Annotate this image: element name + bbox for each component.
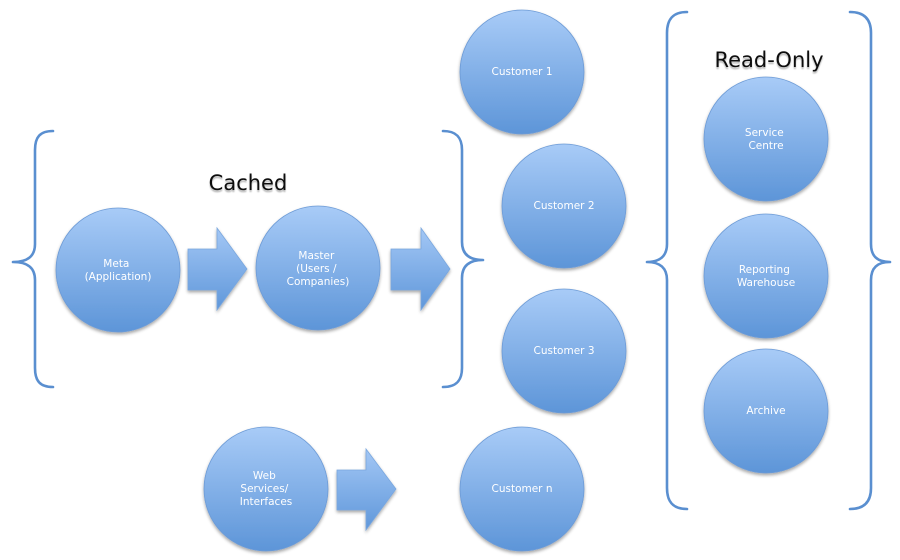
cached-right-brace <box>441 129 485 389</box>
customer-2-circle <box>501 143 627 269</box>
node-customer-1: Customer 1 <box>459 9 585 135</box>
customer-n-label: Customer n <box>492 483 553 495</box>
node-master: Master (Users / Companies) <box>255 205 381 331</box>
customer-3-circle <box>501 288 627 414</box>
cached-left-brace <box>11 129 55 389</box>
read-only-left-brace <box>645 10 689 511</box>
web-services-circle <box>203 426 329 552</box>
cached-label: Cached <box>209 171 288 195</box>
archive-label: Archive <box>746 405 785 417</box>
node-reporting-warehouse: Reporting Warehouse <box>703 213 829 339</box>
arrow-meta-to-master <box>187 226 248 312</box>
service-centre-circle <box>703 76 829 202</box>
customer-2-label: Customer 2 <box>533 200 594 212</box>
customer-1-circle <box>459 9 585 135</box>
customer-1-label: Customer 1 <box>491 66 552 78</box>
arrows <box>187 226 451 532</box>
node-customer-n: Customer n <box>459 426 585 552</box>
node-web-services: Web Services/ Interfaces <box>203 426 329 552</box>
node-service-centre: Service Centre <box>703 76 829 202</box>
node-archive: Archive <box>703 348 829 474</box>
archive-circle <box>703 348 829 474</box>
customer-n-circle <box>459 426 585 552</box>
meta-circle <box>55 207 181 333</box>
master-circle <box>255 205 381 331</box>
read-only-label: Read-Only <box>714 48 823 72</box>
arrow-master-to-customers <box>390 226 451 312</box>
master-label: Master (Users / Companies) <box>287 250 350 288</box>
read-only-group: Read-Only <box>645 10 892 511</box>
customer-3-label: Customer 3 <box>533 345 594 357</box>
reporting-warehouse-label: Reporting Warehouse <box>737 264 795 289</box>
web-services-label: Web Services/ Interfaces <box>240 470 292 508</box>
node-meta: Meta (Application) <box>55 207 181 333</box>
read-only-right-brace <box>848 10 892 511</box>
arrow-web-services-to-customer-n <box>336 447 397 532</box>
node-customer-2: Customer 2 <box>501 143 627 269</box>
meta-label: Meta (Application) <box>85 258 152 283</box>
service-centre-label: Service Centre <box>745 127 787 152</box>
node-customer-3: Customer 3 <box>501 288 627 414</box>
cached-group: Cached <box>11 129 485 389</box>
reporting-warehouse-circle <box>703 213 829 339</box>
